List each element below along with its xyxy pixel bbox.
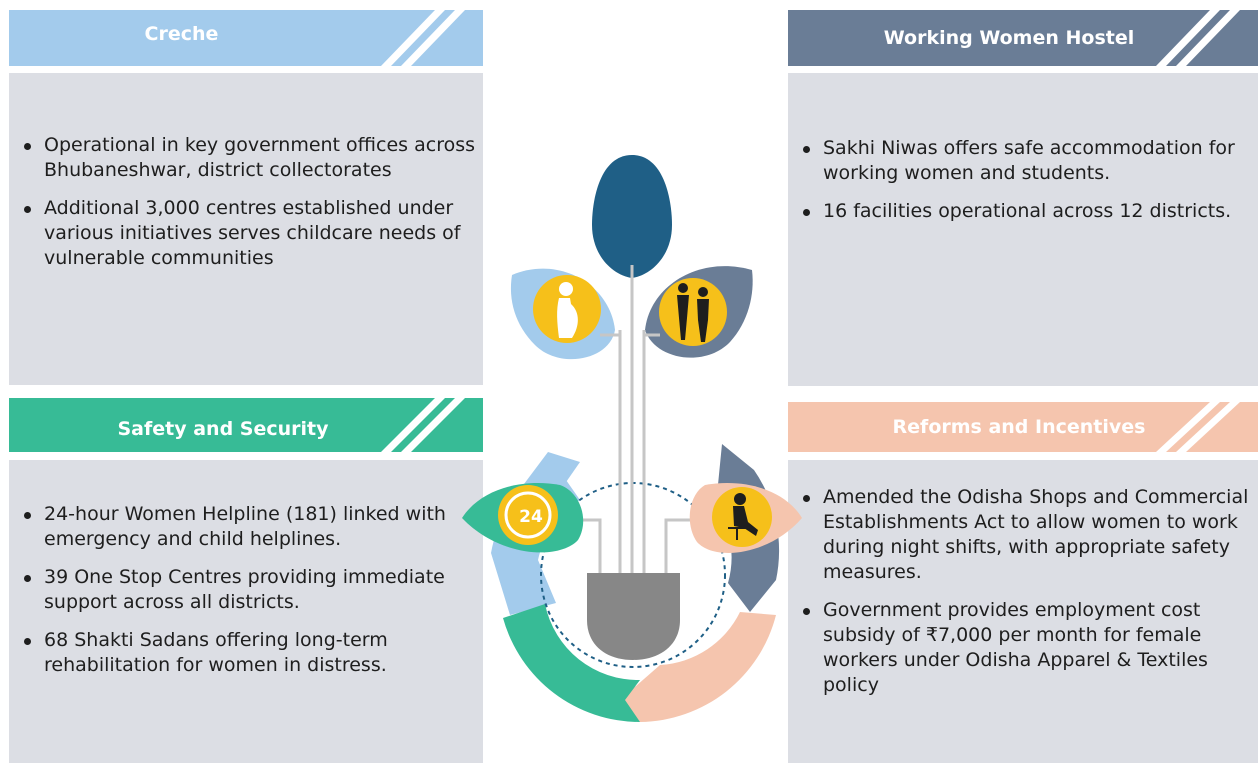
header-stripes-decoration	[381, 10, 465, 66]
growth-plant-illustration: 24	[462, 155, 802, 723]
seated-worker-icon	[712, 487, 772, 547]
creche-list: Operational in key government offices ac…	[9, 133, 483, 271]
helpline-24-icon: 24	[498, 485, 558, 545]
helpline-badge-text: 24	[519, 507, 543, 527]
safety-item: 39 One Stop Centres providing immediate …	[9, 565, 483, 615]
creche-panel: Operational in key government offices ac…	[9, 73, 483, 385]
safety-title: Safety and Security	[117, 418, 329, 440]
reforms-title: Reforms and Incentives	[892, 416, 1146, 438]
ring-segment-green	[503, 604, 640, 723]
reforms-item: Government provides employment cost subs…	[788, 598, 1258, 698]
hostel-title: Working Women Hostel	[883, 27, 1135, 49]
leaf-top	[592, 155, 672, 278]
reforms-list: Amended the Odisha Shops and Commercial …	[788, 485, 1258, 698]
creche-header: Creche	[9, 10, 483, 66]
header-stripes-decoration	[1156, 10, 1240, 66]
working-women-icon	[659, 278, 727, 346]
pregnant-woman-icon	[533, 275, 601, 343]
hostel-panel: Sakhi Niwas offers safe accommodation fo…	[788, 73, 1258, 386]
reforms-panel: Amended the Odisha Shops and Commercial …	[788, 460, 1258, 763]
header-stripes-decoration	[1156, 402, 1240, 452]
header-stripes-decoration	[381, 398, 465, 452]
hostel-item: Sakhi Niwas offers safe accommodation fo…	[788, 136, 1258, 186]
creche-item: Additional 3,000 centres established und…	[9, 196, 483, 271]
safety-item: 24-hour Women Helpline (181) linked with…	[9, 502, 483, 552]
hostel-list: Sakhi Niwas offers safe accommodation fo…	[788, 136, 1258, 224]
ring-segment-peach	[620, 612, 776, 722]
safety-item: 68 Shakti Sadans offering long-term reha…	[9, 628, 483, 678]
reforms-item: Amended the Odisha Shops and Commercial …	[788, 485, 1258, 585]
hostel-item: 16 facilities operational across 12 dist…	[788, 199, 1258, 224]
creche-title: Creche	[144, 23, 219, 45]
reforms-header: Reforms and Incentives	[788, 402, 1258, 452]
hostel-header: Working Women Hostel	[788, 10, 1258, 66]
safety-panel: 24-hour Women Helpline (181) linked with…	[9, 460, 483, 763]
safety-list: 24-hour Women Helpline (181) linked with…	[9, 502, 483, 678]
pot	[587, 573, 680, 660]
creche-item: Operational in key government offices ac…	[9, 133, 483, 183]
safety-header: Safety and Security	[9, 398, 483, 452]
